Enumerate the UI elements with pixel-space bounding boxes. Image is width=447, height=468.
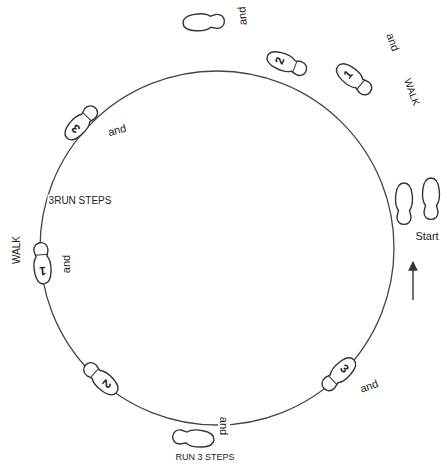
footprint-outline	[263, 45, 314, 82]
step-label: and	[60, 254, 72, 274]
step-label: 3RUN STEPS	[48, 195, 113, 206]
step-footprint: 3	[58, 98, 105, 147]
path-circle	[40, 71, 394, 425]
step-footprint: 1	[29, 238, 55, 286]
step-label: and	[384, 30, 402, 53]
footprint-outline	[29, 238, 55, 286]
step-label: RUN 3 STEPS	[174, 453, 235, 463]
start-arrow	[412, 262, 413, 300]
step-label: and	[106, 122, 129, 139]
step-label: Start	[414, 230, 439, 242]
start-footprint	[396, 183, 413, 224]
start-footprint	[423, 178, 440, 219]
step-footprint: 1	[330, 57, 380, 103]
footprint-outline	[58, 98, 105, 147]
step-label: and	[235, 5, 249, 26]
step-label: WALK	[402, 76, 423, 108]
step-number: 1	[31, 264, 54, 278]
step-footprint: 2	[263, 45, 314, 82]
step-label: WALK	[11, 235, 22, 265]
footprint	[183, 13, 225, 32]
step-label: and	[218, 416, 230, 436]
footprint	[172, 428, 215, 448]
step-label: and	[357, 377, 380, 395]
footprint-outline	[330, 57, 380, 103]
